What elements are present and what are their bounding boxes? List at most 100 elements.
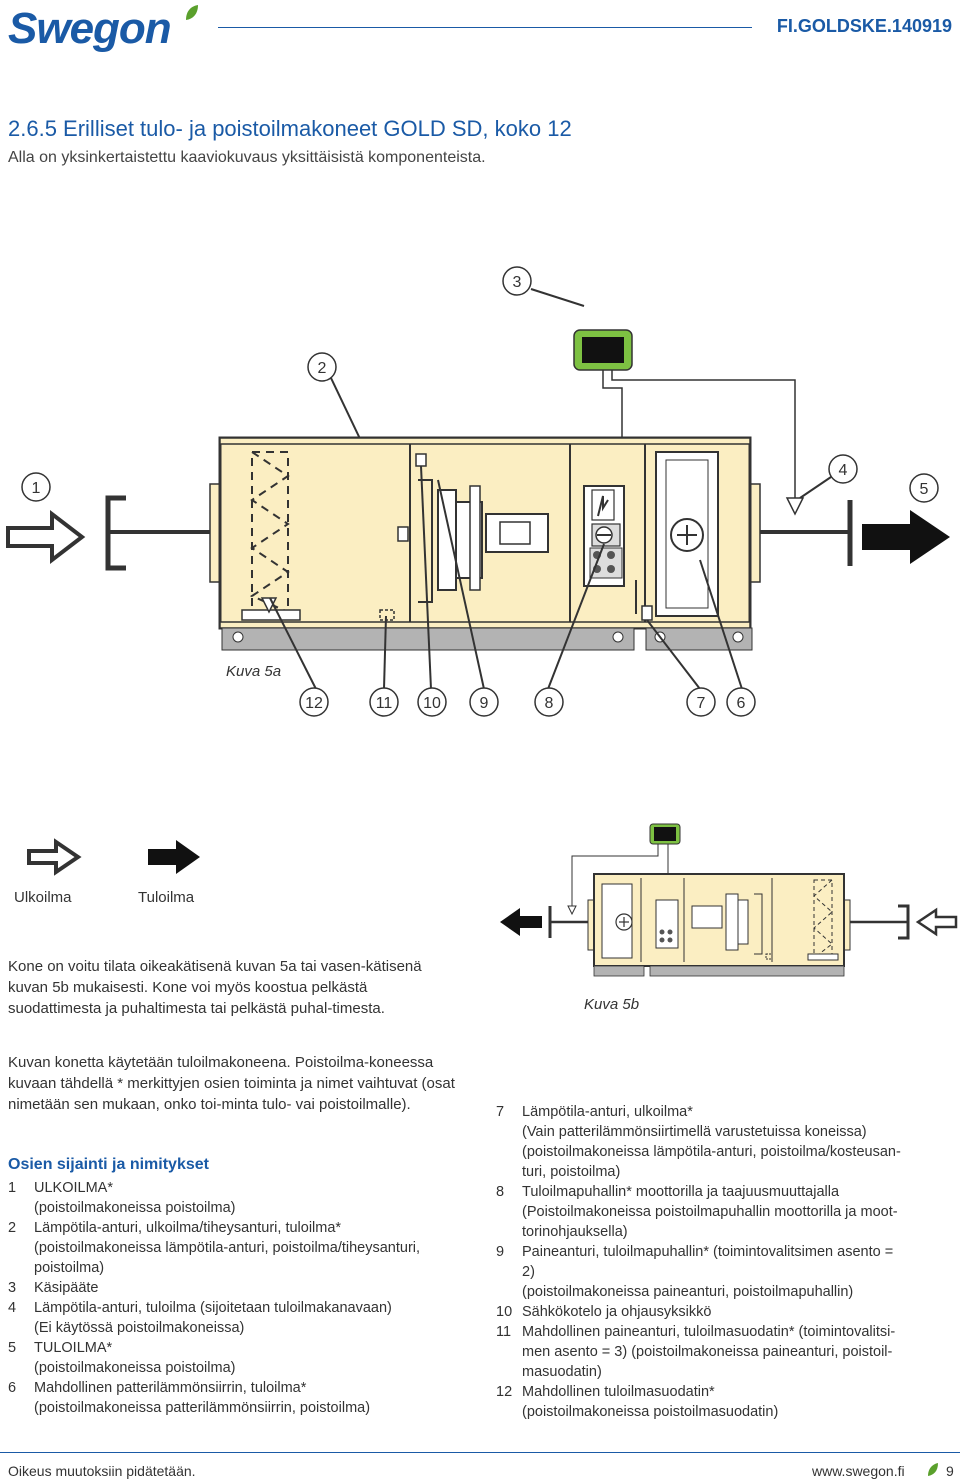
parts-list-item: 10 Sähkökotelo ja ohjausyksikkö <box>496 1302 954 1322</box>
callout-1: 1 <box>21 472 51 502</box>
callout-2-label: 2 <box>318 360 327 377</box>
parts-list-line: Sähkökotelo ja ohjausyksikkö <box>522 1304 712 1320</box>
parts-list-text: Lämpötila-anturi, ulkoilma/tiheysanturi,… <box>34 1218 478 1278</box>
page-number: 9 <box>946 1463 954 1479</box>
parts-list-item: 12 Mahdollinen tuloilmasuodatin*(poistoil… <box>496 1382 954 1422</box>
footer-url[interactable]: www.swegon.fi <box>812 1463 905 1479</box>
parts-list-text: Lämpötila-anturi, tuloilma (sijoitetaan … <box>34 1298 478 1338</box>
parts-list-text: TULOILMA* (poistoilmakoneissa poistoilma) <box>34 1338 478 1378</box>
footer-disclaimer: Oikeus muutoksiin pidätetään. <box>8 1463 196 1479</box>
parts-list-line: torinohjauksella) <box>522 1224 628 1240</box>
parts-list-line: Käsipääte <box>34 1280 99 1296</box>
parts-list-number: 8 <box>496 1184 505 1200</box>
parts-list-number: 12 <box>496 1384 513 1400</box>
legend-supply-label: Tuloilma <box>138 889 195 906</box>
parts-list-text: Mahdollinen paineanturi, tuloilmasuodati… <box>522 1322 954 1382</box>
callout-5-label: 5 <box>920 481 929 498</box>
callout-12: 12 <box>299 687 329 717</box>
callout-2: 2 <box>307 352 337 382</box>
handset-terminal-small <box>649 823 681 845</box>
callout-8: 8 <box>534 687 564 717</box>
parts-list-text: Paineanturi, tuloilmapuhallin* (toiminto… <box>522 1242 954 1302</box>
parts-list-line: (poistoilmakoneissa poistoilma) <box>34 1360 236 1376</box>
parts-list-text: Lämpötila-anturi, ulkoilma* (Vain patteri… <box>522 1102 954 1182</box>
outdoor-air-arrow <box>6 509 86 565</box>
callout-3: 3 <box>502 266 532 296</box>
parts-list-line: TULOILMA* <box>34 1340 113 1356</box>
parts-list-number: 1 <box>8 1180 17 1196</box>
callout-6: 6 <box>726 687 756 717</box>
parts-list-number: 7 <box>496 1104 505 1120</box>
unit-base <box>221 627 753 651</box>
parts-list-line: (Ei käytössä poistoilmakoneissa) <box>34 1320 245 1336</box>
usage-paragraph: Kuvan konetta käytetään tuloilmakoneena.… <box>8 1054 455 1113</box>
parts-list-number: 4 <box>8 1300 17 1316</box>
parts-list-line: (Poistoilmakoneissa poistoilmapuhallin m… <box>522 1204 898 1220</box>
air-handling-unit-5a <box>209 436 761 630</box>
swegon-logo: Swegon <box>8 4 172 53</box>
parts-list-number: 9 <box>496 1244 505 1260</box>
parts-list-line: men asento = 3) (poistoilmakoneissa pain… <box>522 1344 893 1360</box>
callout-8-label: 8 <box>545 695 554 712</box>
callout-10: 10 <box>417 687 447 717</box>
parts-list-item: 6 Mahdollinen patterilämmönsiirrin, tuloi… <box>8 1378 478 1418</box>
intro-paragraph: Kone on voitu tilata oikeakätisenä kuvan… <box>8 958 422 1017</box>
parts-list-line: Mahdollinen paineanturi, tuloilmasuodati… <box>522 1324 896 1340</box>
parts-list-line: (poistoilmakoneissa paineanturi, poistoi… <box>522 1284 854 1300</box>
parts-list-item: 7 Lämpötila-anturi, ulkoilma* (Vain patter… <box>496 1102 954 1182</box>
parts-list-line: (poistoilmakoneissa lämpötila-anturi, po… <box>34 1240 421 1256</box>
leaf-icon <box>928 1463 938 1476</box>
parts-list-left: 1 ULKOILMA*(poistoilmakoneissa poistoilma… <box>8 1178 478 1418</box>
outdoor-air-legend-icon <box>27 838 82 876</box>
callout-7: 7 <box>686 687 716 717</box>
parts-list-number: 2 <box>8 1220 17 1236</box>
callout-11-label: 11 <box>376 695 393 712</box>
parts-list-item: 2 Lämpötila-anturi, ulkoilma/tiheysanturi… <box>8 1218 478 1278</box>
parts-list-item: 9 Paineanturi, tuloilmapuhallin* (toimint… <box>496 1242 954 1302</box>
callout-4: 4 <box>828 454 858 484</box>
parts-list-text: Mahdollinen patterilämmönsiirrin, tuloil… <box>34 1378 478 1418</box>
section-subtitle: Alla on yksinkertaistettu kaaviokuvaus y… <box>8 149 486 166</box>
parts-list-line: turi, poistoilma) <box>522 1164 621 1180</box>
parts-list-text: ULKOILMA*(poistoilmakoneissa poistoilma) <box>34 1178 478 1218</box>
parts-list-line: Tuloilmapuhallin* moottorilla ja taajuus… <box>522 1184 840 1200</box>
parts-list-right: 7 Lämpötila-anturi, ulkoilma* (Vain patter… <box>496 1102 954 1422</box>
parts-list-text: Sähkökotelo ja ohjausyksikkö <box>522 1302 954 1322</box>
leaf-icon <box>186 5 198 20</box>
parts-list-item: 4 Lämpötila-anturi, tuloilma (sijoitetaan… <box>8 1298 478 1338</box>
parts-list-line: (poistoilmakoneissa poistoilmasuodatin) <box>522 1404 779 1420</box>
section-title: 2.6.5 Erilliset tulo- ja poistoilmakonee… <box>8 116 572 141</box>
callout-1-label: 1 <box>32 480 41 497</box>
parts-list-line: (poistoilmakoneissa patterilämmönsiirrin… <box>34 1400 371 1416</box>
callout-10-label: 10 <box>423 695 441 712</box>
parts-list-text: Käsipääte <box>34 1278 478 1298</box>
parts-list-line: Paineanturi, tuloilmapuhallin* (toiminto… <box>522 1244 894 1260</box>
footer-rule <box>0 1452 960 1453</box>
parts-list-heading: Osien sijainti ja nimitykset <box>8 1156 209 1173</box>
callout-4-label: 4 <box>839 462 848 479</box>
parts-list-number: 10 <box>496 1304 513 1320</box>
parts-list-text: Tuloilmapuhallin* moottorilla ja taajuus… <box>522 1182 954 1242</box>
callout-5: 5 <box>909 473 939 503</box>
callout-11: 11 <box>369 687 399 717</box>
callout-3-label: 3 <box>513 274 522 291</box>
parts-list-text: Mahdollinen tuloilmasuodatin*(poistoilma… <box>522 1382 954 1422</box>
parts-list-line: Mahdollinen patterilämmönsiirrin, tuloil… <box>34 1380 307 1396</box>
parts-list-line: poistoilma) <box>34 1260 105 1276</box>
parts-list-number: 6 <box>8 1380 17 1396</box>
callout-12-label: 12 <box>305 695 323 712</box>
parts-list-line: 2) <box>522 1264 535 1280</box>
callout-6-label: 6 <box>737 695 746 712</box>
legend-outdoor-label: Ulkoilma <box>14 889 72 906</box>
parts-list-item: 1 ULKOILMA*(poistoilmakoneissa poistoilma… <box>8 1178 478 1218</box>
figure-5a-diagram: 3 2 1 4 5 <box>6 266 950 717</box>
figure-5a-caption: Kuva 5a <box>226 663 282 680</box>
parts-list-line: (Vain patterilämmönsiirtimellä varustetu… <box>522 1124 867 1140</box>
parts-list-line: Lämpötila-anturi, ulkoilma* <box>522 1104 693 1120</box>
callout-7-label: 7 <box>697 695 706 712</box>
parts-list-line: (poistoilmakoneissa lämpötila-anturi, po… <box>522 1144 901 1160</box>
parts-list-line: Lämpötila-anturi, tuloilma (sijoitetaan … <box>34 1300 392 1316</box>
